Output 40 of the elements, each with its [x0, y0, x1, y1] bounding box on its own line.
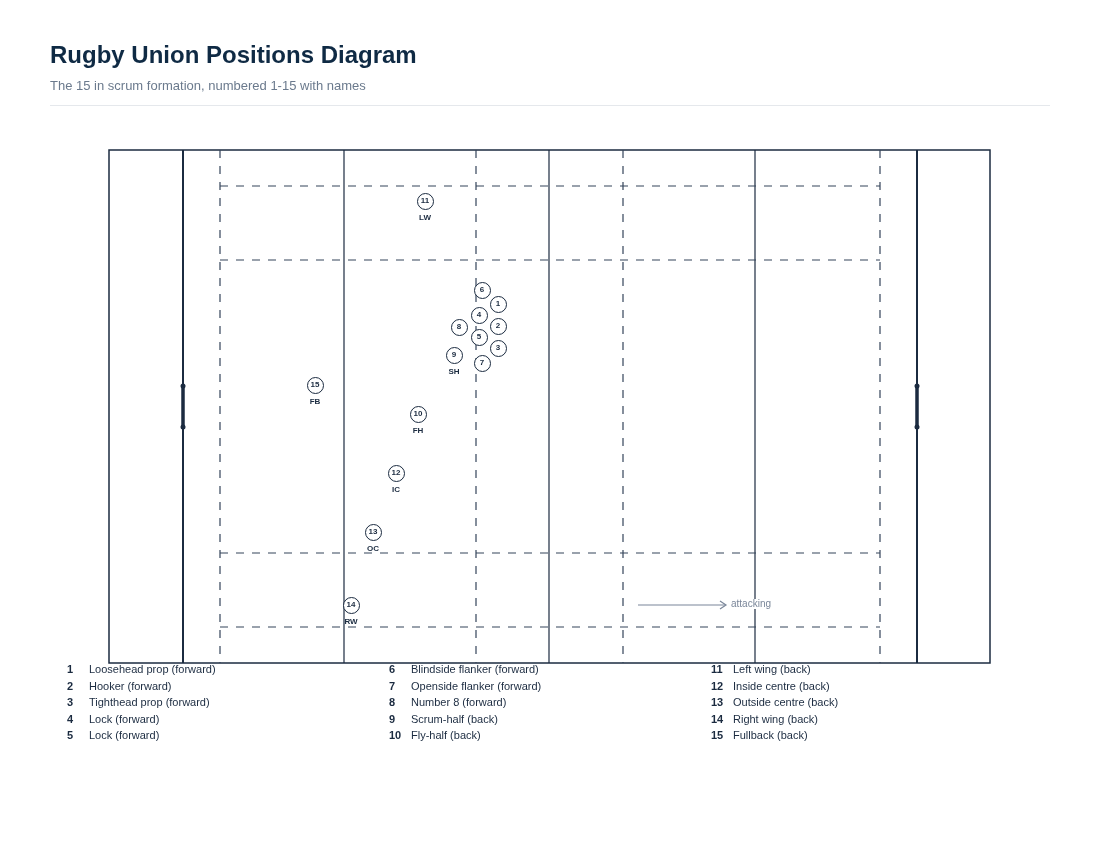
position-name: Openside flanker (forward): [411, 680, 542, 692]
position-number: 7: [389, 680, 396, 692]
subtitle: The 15 in scrum formation, numbered 1-15 with names: [50, 77, 366, 95]
direction-label: attacking: [730, 599, 773, 609]
position-name: Fly-half (back): [411, 730, 481, 742]
position-name: Loosehead prop (forward): [89, 664, 216, 675]
position-name: Left wing (back): [733, 664, 811, 675]
position-number: 4: [67, 713, 74, 725]
position-name: Outside centre (back): [733, 697, 839, 709]
position-name: Blindside flanker (forward): [411, 664, 539, 675]
position-abbreviation: IC: [392, 486, 400, 494]
position-number: 6: [389, 664, 396, 675]
position-name: Hooker (forward): [89, 680, 172, 692]
position-abbreviation: FB: [309, 398, 321, 406]
position-name: Inside centre (back): [733, 680, 830, 692]
position-name: Right wing (back): [733, 713, 818, 725]
position-abbreviation: FH: [412, 427, 424, 435]
position-name: Scrum-half (back): [411, 713, 498, 725]
position-number: 13: [711, 697, 724, 709]
position-name: Tighthead prop (forward): [89, 697, 210, 709]
position-name: Fullback (back): [733, 730, 808, 742]
position-abbreviation: LW: [419, 214, 431, 222]
position-number: 8: [389, 697, 396, 709]
position-number: 1: [67, 664, 74, 675]
position-number: 10: [389, 730, 402, 742]
position-abbreviation: OC: [367, 545, 379, 553]
position-abbreviation: RW: [344, 618, 358, 626]
position-number: 9: [389, 713, 396, 725]
position-name: Number 8 (forward): [411, 697, 507, 709]
position-number: 14: [711, 713, 724, 725]
position-name: Lock (forward): [89, 730, 160, 742]
position-number: 15: [711, 730, 724, 742]
position-number: 2: [67, 680, 74, 692]
title: Rugby Union Positions Diagram: [50, 40, 417, 70]
position-name: Lock (forward): [89, 713, 160, 725]
position-number: 3: [67, 697, 74, 709]
position-number: 12: [711, 680, 724, 692]
position-number: 11: [711, 664, 723, 675]
position-number: 5: [67, 730, 74, 742]
position-abbreviation: SH: [448, 368, 460, 376]
